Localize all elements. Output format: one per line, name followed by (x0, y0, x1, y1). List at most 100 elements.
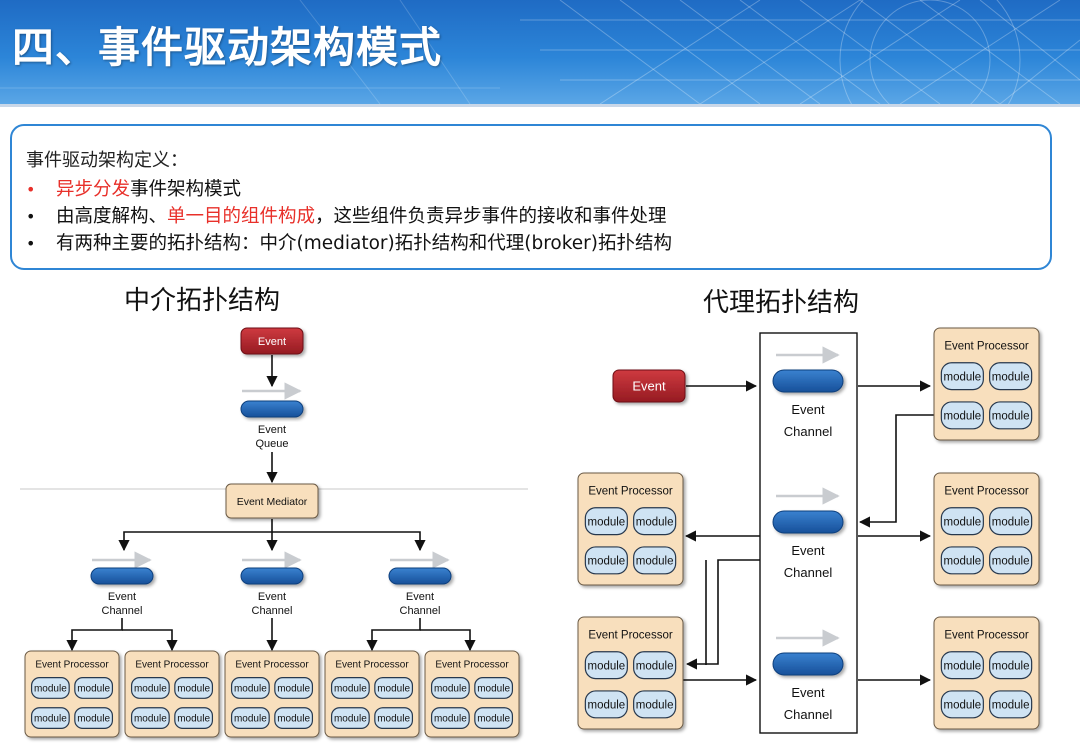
mediator-channel-pill-1 (90, 567, 154, 585)
module-box (940, 546, 984, 575)
broker-channel-label-2: Channel (784, 707, 833, 722)
module-box (274, 677, 314, 699)
event-queue-pill (240, 400, 304, 418)
module-box (940, 401, 984, 430)
module-label: module (234, 714, 267, 725)
module-box (633, 651, 677, 680)
mediator-channel-label-1: Event (258, 591, 286, 603)
module-box (174, 677, 214, 699)
module-label: module (34, 714, 67, 725)
module-label: module (943, 660, 981, 672)
module-label: module (992, 556, 1030, 568)
module-box (989, 401, 1033, 430)
broker-right-processor-2-label: Event Processor (944, 485, 1029, 497)
bullet-dot-icon: • (26, 234, 36, 253)
module-box (30, 677, 70, 699)
event-mediator-box (225, 483, 319, 519)
connector-arrow (122, 629, 178, 652)
broker-channel-pill-2 (772, 510, 844, 534)
module-box (584, 507, 628, 536)
module-label: module (334, 714, 367, 725)
definition-bullet-2: • 由高度解构、单一目的组件构成，这些组件负责异步事件的接收和事件处理 (26, 203, 672, 230)
module-box (633, 507, 677, 536)
module-label: module (477, 684, 510, 695)
bullet-highlight: 单一目的组件构成 (167, 206, 316, 227)
module-label: module (943, 411, 981, 423)
definition-box: 事件驱动架构定义： • 异步分发事件架构模式 • 由高度解构、单一目的组件构成，… (10, 124, 1052, 270)
broker-channel-pill-1 (772, 369, 844, 393)
definition-bullet-1: • 异步分发事件架构模式 (26, 176, 672, 203)
module-box (330, 677, 370, 699)
connector-arrow (66, 618, 123, 652)
mediator-event-box-label: Event (258, 336, 286, 348)
module-label: module (992, 660, 1030, 672)
module-label: module (992, 700, 1030, 712)
mediator-event-processor-4-label: Event Processor (335, 659, 409, 670)
module-box (130, 677, 170, 699)
broker-channel-label-2: Channel (784, 565, 833, 580)
module-box (330, 707, 370, 730)
module-box (174, 707, 214, 730)
module-label: module (943, 516, 981, 528)
connector-arrow (858, 414, 934, 528)
module-box (989, 690, 1033, 719)
module-label: module (992, 516, 1030, 528)
module-box (940, 362, 984, 391)
module-box (474, 707, 514, 730)
definition-list: • 异步分发事件架构模式 • 由高度解构、单一目的组件构成，这些组件负责异步事件… (26, 176, 672, 257)
broker-channel-label-1: Event (791, 402, 825, 417)
module-box (584, 546, 628, 575)
module-box (989, 546, 1033, 575)
bullet-text: ，这些组件负责异步事件的接收和事件处理 (315, 206, 667, 227)
module-label: module (943, 371, 981, 383)
broker-right-processor-1-label: Event Processor (944, 340, 1029, 352)
module-box (633, 546, 677, 575)
module-box (989, 362, 1033, 391)
broker-channel-pill-3 (772, 652, 844, 676)
module-box (633, 690, 677, 719)
mediator-channel-label-2: Channel (102, 605, 143, 617)
bullet-text: 事件架构模式 (130, 179, 242, 200)
broker-right-processor-3-label: Event Processor (944, 629, 1029, 641)
module-box (430, 677, 470, 699)
module-box (74, 707, 114, 730)
mediator-event-processor-1-label: Event Processor (35, 659, 109, 670)
connector-arrow (366, 618, 421, 652)
module-box (74, 677, 114, 699)
header-divider (0, 104, 1080, 107)
connector-arrow (420, 629, 476, 652)
module-label: module (277, 684, 310, 695)
bullet-dot-icon: • (26, 180, 36, 199)
mediator-event-processor-3-label: Event Processor (235, 659, 309, 670)
module-label: module (636, 700, 674, 712)
module-label: module (943, 556, 981, 568)
module-label: module (587, 556, 625, 568)
broker-channel-label-1: Event (791, 685, 825, 700)
module-box (940, 690, 984, 719)
module-box (584, 690, 628, 719)
header-decoration (0, 0, 1080, 104)
broker-channel-label-2: Channel (784, 424, 833, 439)
module-label: module (587, 660, 625, 672)
module-box (130, 707, 170, 730)
module-label: module (234, 684, 267, 695)
bullet-prefix: 由高度解构、 (56, 206, 168, 227)
module-box (374, 707, 414, 730)
module-label: module (992, 371, 1030, 383)
module-label: module (77, 684, 110, 695)
module-label: module (177, 714, 210, 725)
module-label: module (377, 714, 410, 725)
module-label: module (992, 411, 1030, 423)
module-label: module (34, 684, 67, 695)
definition-bullet-3: • 有两种主要的拓扑结构：中介(mediator)拓扑结构和代理(broker)… (26, 230, 672, 257)
event-queue-label-1: Event (258, 424, 286, 436)
event-mediator-label: Event Mediator (237, 496, 308, 508)
mediator-channel-label-2: Channel (400, 605, 441, 617)
slide-title: 四、事件驱动架构模式 (12, 23, 443, 72)
module-label: module (477, 714, 510, 725)
mediator-channel-label-2: Channel (252, 605, 293, 617)
module-label: module (177, 684, 210, 695)
broker-left-processor-1-label: Event Processor (588, 485, 673, 497)
module-label: module (587, 516, 625, 528)
